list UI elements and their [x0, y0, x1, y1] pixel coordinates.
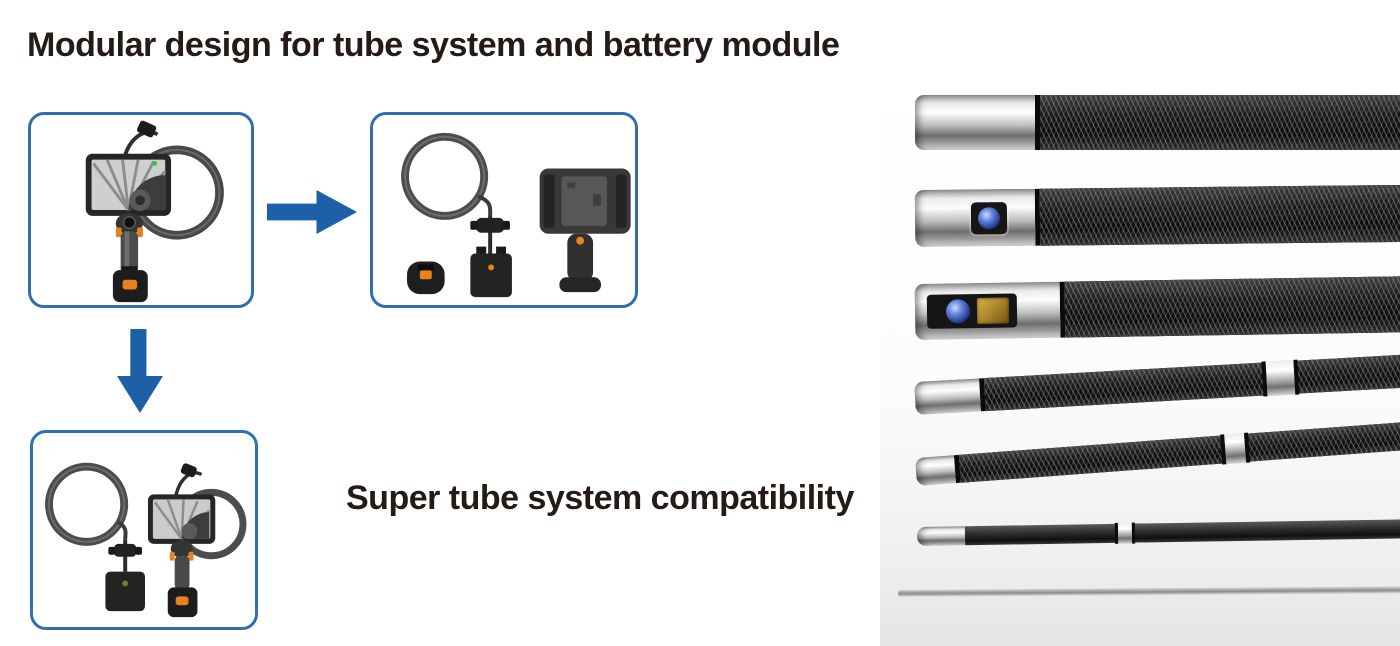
disassembled-modules-illustration — [401, 132, 631, 298]
coiled-tube-module — [401, 132, 510, 254]
sub-heading: Super tube system compatibility — [346, 479, 854, 517]
tube-coupler — [1220, 432, 1251, 465]
tube-module-swap-illustration — [45, 462, 247, 618]
side-camera-lens — [970, 201, 1008, 234]
assembled-endoscope-illustration — [85, 120, 224, 303]
camera-lens-glass — [977, 206, 1001, 229]
probe-tip-plain — [916, 526, 966, 546]
tubes-photo-background — [880, 70, 1400, 646]
braided-sheath — [1040, 95, 1400, 150]
tube-coupler — [1261, 359, 1300, 397]
probe-tube-1 — [915, 95, 1400, 150]
monitor — [85, 153, 172, 216]
battery-module — [112, 266, 148, 303]
probe-tip-camera-prism — [914, 281, 1066, 340]
assembled-endoscope-small — [147, 463, 247, 618]
handle — [115, 212, 143, 274]
camera-lens-glass — [945, 299, 971, 324]
figure-disassembled-endoscope-modules — [370, 112, 638, 308]
top-cable-connector — [122, 120, 159, 159]
tube-coupler — [1114, 522, 1136, 544]
battery-module-small — [407, 261, 445, 295]
probe-tube-2 — [914, 184, 1400, 247]
probe-tip-plain — [914, 378, 986, 415]
braided-sheath — [1039, 184, 1400, 246]
figure-tube-module-swap — [30, 430, 258, 630]
figure-assembled-endoscope — [28, 112, 254, 308]
battery-module-medium — [470, 246, 512, 298]
probe-tip-plain — [914, 454, 961, 486]
probe-tube-3 — [914, 276, 1400, 340]
handheld-base-unit — [539, 168, 631, 293]
camera-prism-window — [926, 293, 1018, 329]
braided-sheath — [1064, 276, 1400, 338]
detached-coiled-tube-module — [45, 462, 145, 612]
main-heading: Modular design for tube system and batte… — [27, 26, 840, 64]
down-arrow-icon — [117, 329, 163, 413]
prism-gold-element — [976, 297, 1010, 325]
probe-tip-side-camera — [914, 188, 1041, 247]
probe-tip-plain — [915, 95, 1040, 150]
right-arrow-icon — [267, 190, 357, 234]
